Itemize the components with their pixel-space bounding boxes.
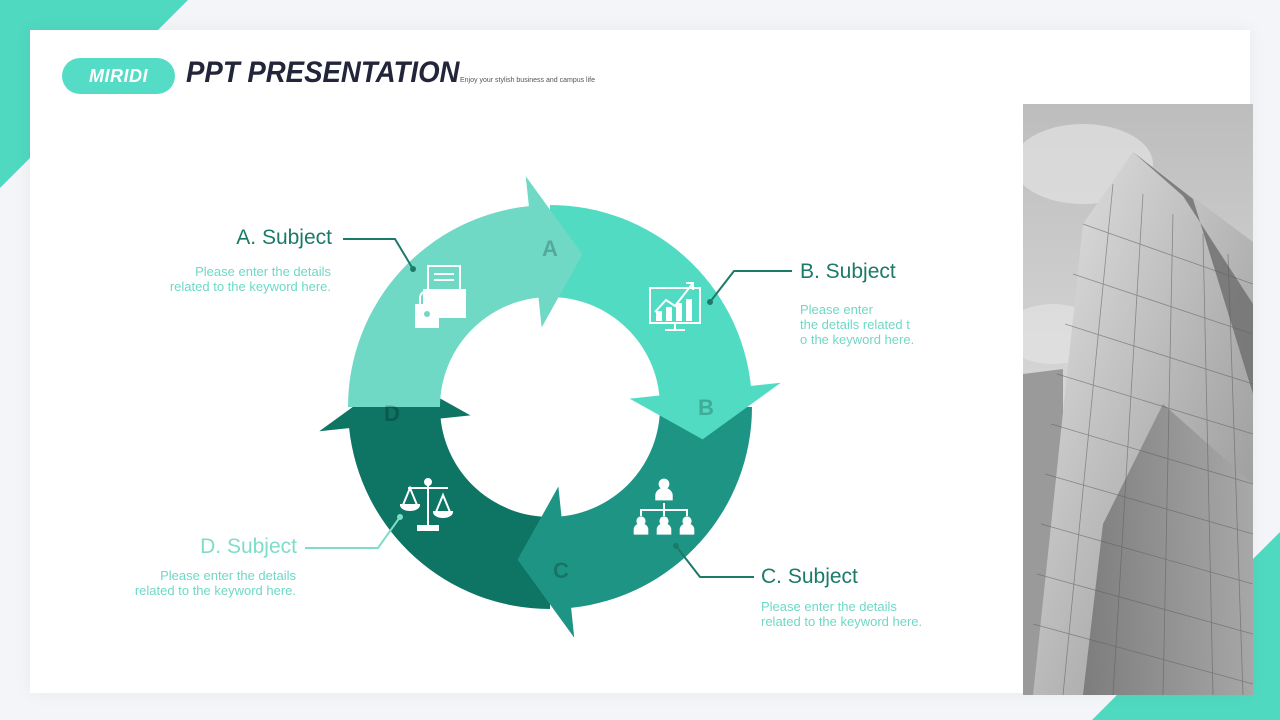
balance-scale-icon xyxy=(399,478,454,531)
page-tagline: Enjoy your stylish business and campus l… xyxy=(460,77,596,84)
subject-c-line-1: Please enter the details xyxy=(761,599,897,614)
subject-b-line-2: the details related t xyxy=(800,317,910,332)
subject-a-line-1: Please enter the details xyxy=(195,264,331,279)
subject-a-description: Please enter the details related to the … xyxy=(170,264,331,294)
subject-b-line-3: o the keyword here. xyxy=(800,332,915,347)
page-title: PPT PRESENTATION xyxy=(186,56,460,89)
subject-d-line-1: Please enter the details xyxy=(160,568,296,583)
connector-b-dot xyxy=(707,299,713,305)
building-photo xyxy=(1023,104,1253,695)
subject-d-line-2: related to the keyword here. xyxy=(134,583,296,598)
growth-chart-monitor-icon xyxy=(649,282,701,331)
connector-d xyxy=(305,516,401,549)
cycle-letter-a: A xyxy=(542,236,558,261)
cycle-letter-c: C xyxy=(553,558,569,583)
connector-b xyxy=(709,270,792,303)
connector-a-dot xyxy=(410,266,416,272)
cycle-letter-b: B xyxy=(698,395,714,420)
brand-badge: MIRIDI xyxy=(62,58,175,94)
subject-b-line-1: Please enter xyxy=(800,302,873,317)
subject-a-line-2: related to the keyword here. xyxy=(169,279,331,294)
subject-c-line-2: related to the keyword here. xyxy=(761,614,923,629)
cycle-segment-c xyxy=(517,407,752,638)
subject-d-title: D. Subject xyxy=(200,535,297,558)
subject-d-description: Please enter the details related to the … xyxy=(135,568,296,598)
connector-c xyxy=(675,545,754,578)
subject-a-title: A. Subject xyxy=(236,226,332,249)
secure-document-folder-icon xyxy=(415,265,466,328)
connector-d-dot xyxy=(397,514,403,520)
organization-chart-icon xyxy=(633,478,695,535)
cycle-letter-d: D xyxy=(384,401,400,426)
subject-b-title: B. Subject xyxy=(800,260,896,283)
connector-a xyxy=(343,238,414,270)
subject-c-title: C. Subject xyxy=(761,565,858,588)
connector-c-dot xyxy=(673,543,679,549)
cycle-segment-d xyxy=(319,374,550,609)
subject-c-description: Please enter the details related to the … xyxy=(761,599,922,629)
subject-b-description: Please enter the details related t o the… xyxy=(800,302,914,347)
